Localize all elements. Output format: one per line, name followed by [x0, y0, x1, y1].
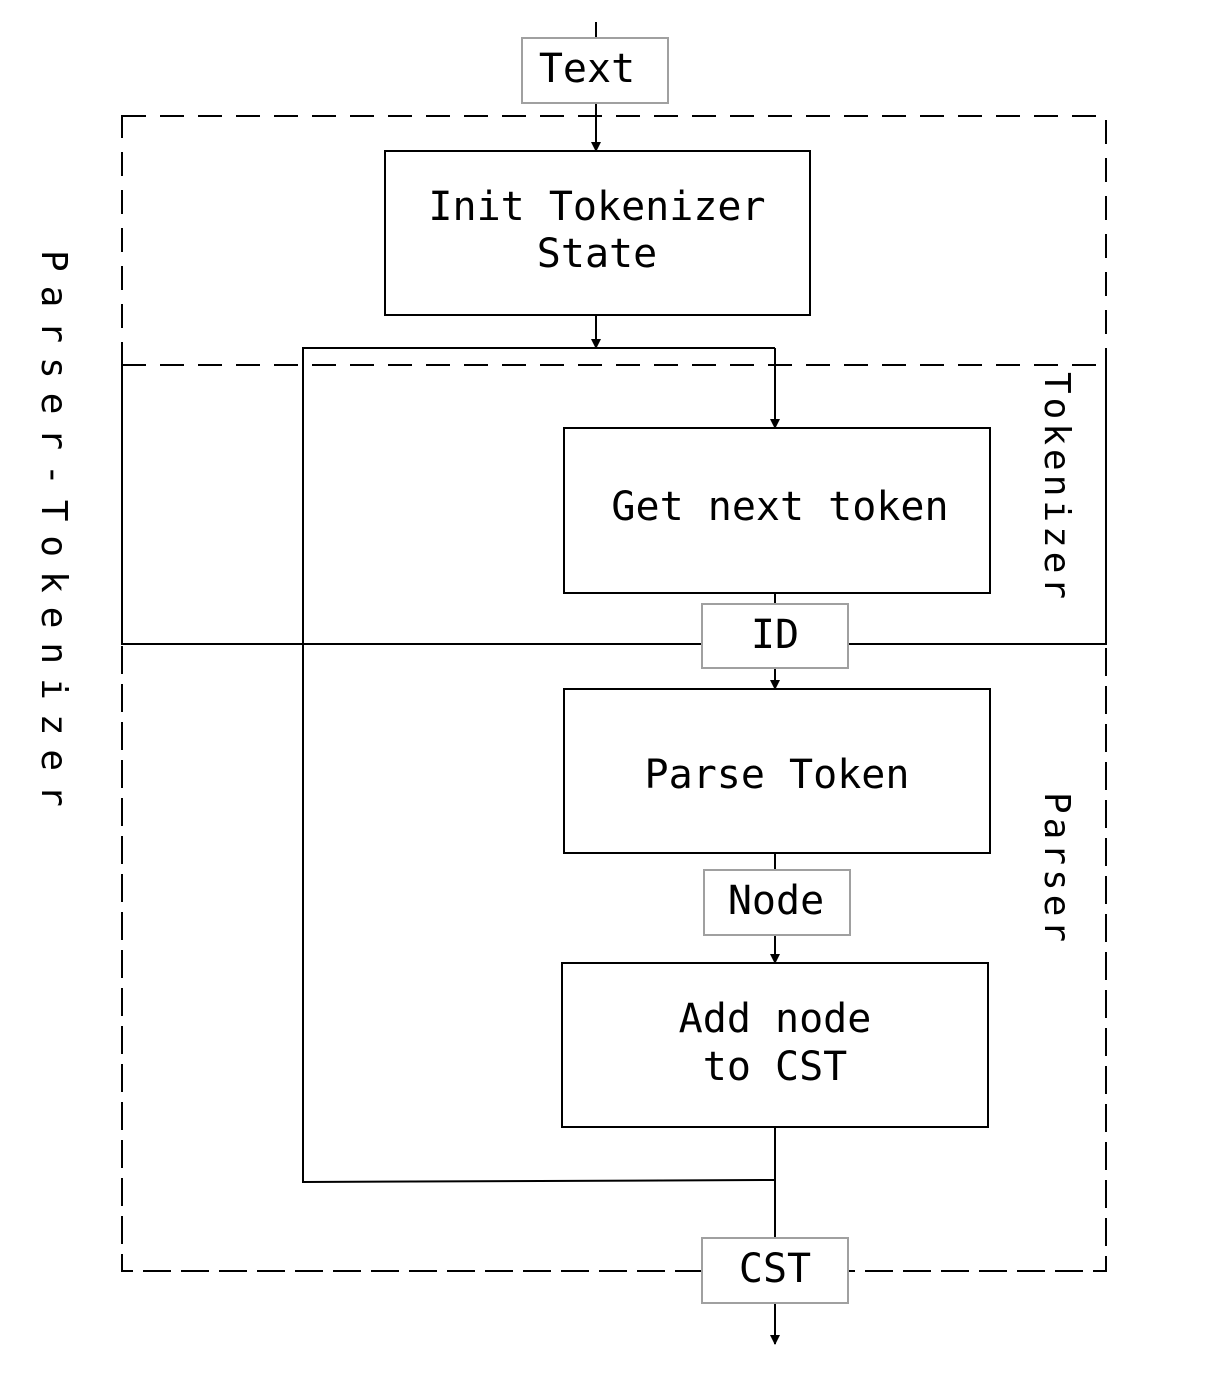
init-step-label-line2: State	[537, 231, 657, 277]
text-input-label: Text	[539, 46, 635, 92]
id-label: ID	[751, 612, 799, 658]
get-next-token-label: Get next token	[611, 484, 948, 530]
tokenizer-region	[121, 364, 1107, 645]
add-node-to-cst-step: Add node to CST	[561, 962, 989, 1128]
parser-label: Parser	[1036, 792, 1077, 946]
parse-token-label: Parse Token	[645, 752, 910, 798]
node-data-node: Node	[703, 869, 851, 936]
parser-region	[121, 643, 1107, 1272]
cst-output-node: CST	[701, 1237, 849, 1304]
add-step-label-line1: Add node	[679, 996, 872, 1042]
init-tokenizer-state-step: Init Tokenizer State	[384, 150, 811, 316]
tokenizer-label: Tokenizer	[1036, 372, 1077, 603]
loop-back-line	[302, 347, 776, 1184]
text-input-node: Text	[521, 37, 669, 104]
init-step-label-line1: Init Tokenizer	[428, 184, 765, 230]
node-label: Node	[728, 878, 824, 924]
add-step-label-line2: to CST	[703, 1044, 848, 1090]
parse-token-step: Parse Token	[563, 688, 991, 854]
get-next-token-step: Get next token	[563, 427, 991, 594]
id-data-node: ID	[701, 603, 849, 669]
parser-tokenizer-label: Parser-Tokenizer	[33, 250, 74, 821]
cst-label: CST	[739, 1246, 811, 1292]
